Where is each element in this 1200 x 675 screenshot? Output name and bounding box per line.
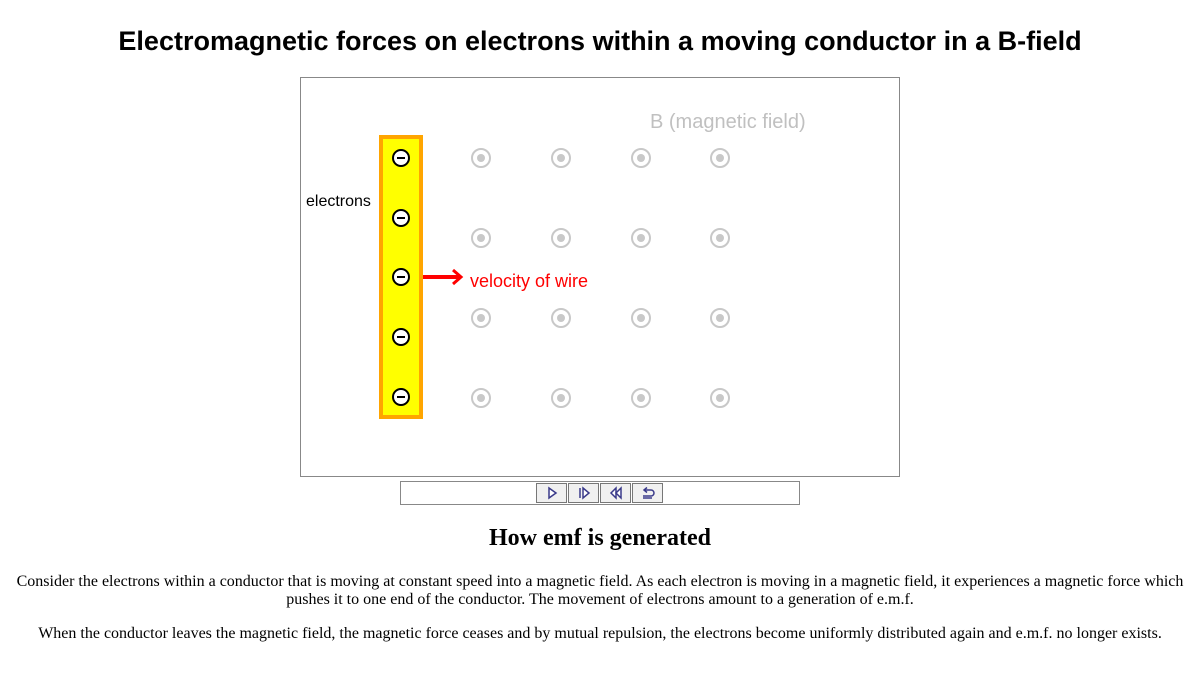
field-out-of-page-icon xyxy=(710,228,730,248)
field-out-of-page-icon xyxy=(551,228,571,248)
step-forward-button[interactable] xyxy=(568,483,599,503)
electron-icon xyxy=(392,328,410,346)
electron-icon xyxy=(392,388,410,406)
simulation-svg: B (magnetic field) electrons velocity of… xyxy=(306,111,806,419)
field-out-of-page-icon xyxy=(631,308,651,328)
rewind-icon xyxy=(609,486,622,500)
electron-group xyxy=(392,149,410,406)
page-title: Electromagnetic forces on electrons with… xyxy=(118,26,1082,56)
magnetic-field-grid xyxy=(471,148,730,408)
electrons-label: electrons xyxy=(306,193,371,210)
electron-icon xyxy=(392,149,410,167)
field-out-of-page-icon xyxy=(551,148,571,168)
field-out-of-page-icon xyxy=(471,228,491,248)
rewind-button[interactable] xyxy=(600,483,631,503)
section-heading: How emf is generated xyxy=(489,525,711,551)
playback-controls xyxy=(400,481,800,505)
velocity-arrow-icon xyxy=(423,268,464,286)
electron-icon xyxy=(392,268,410,286)
section-paragraph-2: When the conductor leaves the magnetic f… xyxy=(38,625,1162,642)
play-button[interactable] xyxy=(536,483,567,503)
reset-icon xyxy=(642,486,655,499)
field-out-of-page-icon xyxy=(551,388,571,408)
playback-button-group xyxy=(536,483,664,503)
field-out-of-page-icon xyxy=(471,388,491,408)
field-out-of-page-icon xyxy=(471,308,491,328)
field-label: B (magnetic field) xyxy=(650,111,806,133)
play-icon xyxy=(547,486,557,500)
field-out-of-page-icon xyxy=(471,148,491,168)
step-forward-icon xyxy=(578,486,590,500)
electron-icon xyxy=(392,209,410,227)
field-out-of-page-icon xyxy=(551,308,571,328)
velocity-label: velocity of wire xyxy=(470,271,588,291)
field-out-of-page-icon xyxy=(631,148,651,168)
field-out-of-page-icon xyxy=(710,148,730,168)
field-out-of-page-icon xyxy=(710,388,730,408)
simulation-canvas[interactable]: B (magnetic field) electrons velocity of… xyxy=(300,77,900,477)
reset-button[interactable] xyxy=(632,483,663,503)
field-out-of-page-icon xyxy=(710,308,730,328)
field-out-of-page-icon xyxy=(631,388,651,408)
field-out-of-page-icon xyxy=(631,228,651,248)
section-paragraph-1: Consider the electrons within a conducto… xyxy=(16,573,1184,608)
